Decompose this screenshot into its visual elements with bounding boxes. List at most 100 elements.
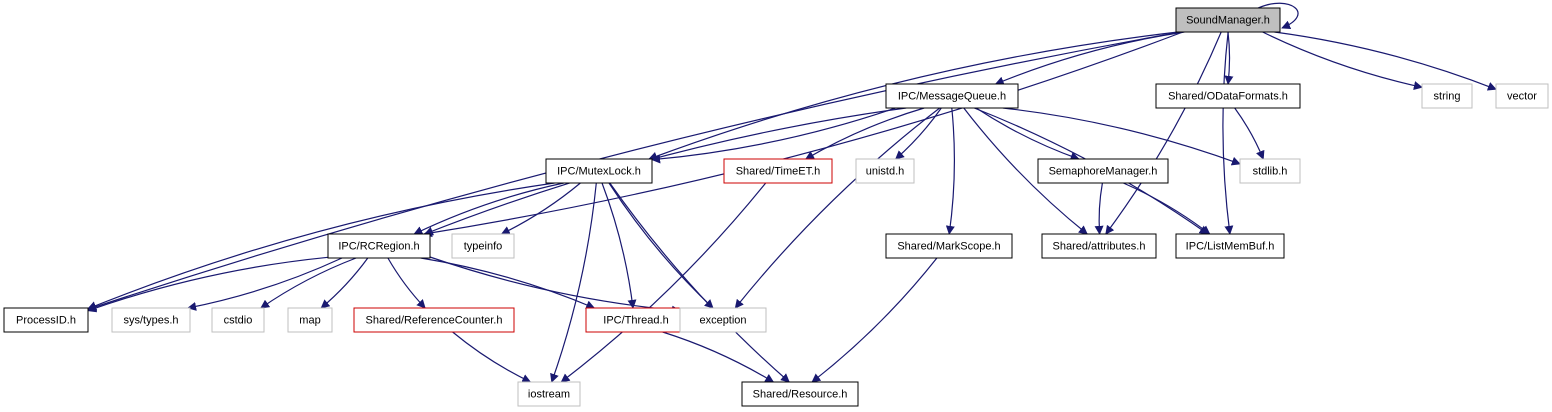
node-label: vector [1507,91,1537,103]
node-vector[interactable]: vector [1495,83,1549,109]
edge-soundmanager-to-mutexlock [648,31,1179,161]
node-box [517,381,581,407]
node-box [287,307,333,333]
node-cstdio[interactable]: cstdio [211,307,265,333]
node-box [1239,158,1301,184]
node-label: exception [699,315,746,327]
node-refcounter[interactable]: Shared/ReferenceCounter.h [353,307,515,333]
node-timeet[interactable]: Shared/TimeET.h [723,158,833,184]
node-box [111,307,191,333]
node-box [679,307,767,333]
edge-rcregion-to-systypes [187,257,343,311]
node-box [1037,158,1169,184]
edge-messagequeue-to-unistd [895,107,942,160]
node-label: IPC/Thread.h [603,315,668,327]
node-rcregion[interactable]: IPC/RCRegion.h [327,233,431,259]
node-box [885,83,1019,109]
edge-odataformats-to-stdlib [1234,107,1265,160]
node-mutexlock[interactable]: IPC/MutexLock.h [545,158,653,184]
node-box [1155,83,1301,109]
edge-thread-to-resource [662,331,775,383]
edge-mutexlock-to-processid [87,182,555,310]
node-box [723,158,833,184]
edge-rcregion-to-processid [87,256,329,313]
node-exception[interactable]: exception [679,307,767,333]
edge-timeet-to-iostream [560,182,767,383]
edge-soundmanager-to-messagequeue [994,31,1185,86]
node-unistd[interactable]: unistd.h [855,158,915,184]
node-box [1175,233,1285,259]
node-label: Shared/TimeET.h [736,166,821,178]
node-label: Shared/MarkScope.h [897,241,1000,253]
node-box [1175,7,1281,33]
edges-layer [87,2,1497,383]
edge-messagequeue-to-timeet [805,107,925,160]
node-soundmanager[interactable]: SoundManager.h [1175,7,1281,33]
edge-semaphoremanager-to-attributes [1094,182,1104,235]
node-odataformats[interactable]: Shared/ODataFormats.h [1155,83,1301,109]
edge-mutexlock-to-exception [608,182,714,309]
edge-rcregion-to-map [320,257,369,309]
node-box [885,233,1013,259]
node-label: Shared/attributes.h [1053,241,1146,253]
node-stdlib[interactable]: stdlib.h [1239,158,1301,184]
edge-messagequeue-to-markscope [945,107,956,235]
node-box [585,307,687,333]
edge-soundmanager-to-listmembuf [1222,31,1234,235]
edge-messagequeue-to-stdlib [1002,107,1241,166]
edge-mutexlock-to-rcregion [413,182,564,235]
edge-soundmanager-to-odataformats [1224,31,1234,85]
node-box [1421,83,1473,109]
edge-rcregion-to-cstdio [260,257,357,309]
edge-rcregion-to-refcounter [387,257,426,309]
node-map[interactable]: map [287,307,333,333]
node-label: typeinfo [464,241,503,253]
node-thread[interactable]: IPC/Thread.h [585,307,687,333]
node-listmembuf[interactable]: IPC/ListMemBuf.h [1175,233,1285,259]
node-box [545,158,653,184]
node-label: Shared/ReferenceCounter.h [366,315,503,327]
node-label: IPC/MessageQueue.h [898,91,1006,103]
edge-soundmanager-to-vector [1274,31,1497,91]
node-box [353,307,515,333]
node-attributes[interactable]: Shared/attributes.h [1041,233,1157,259]
node-label: string [1434,91,1461,103]
node-iostream[interactable]: iostream [517,381,581,407]
edge-soundmanager-to-string [1262,31,1423,90]
node-label: map [299,315,320,327]
edge-mutexlock-to-iostream [550,182,597,383]
edge-rcregion-to-thread [420,257,596,309]
edge-soundmanager-to-soundmanager [1257,2,1299,30]
node-label: IPC/MutexLock.h [557,166,641,178]
edge-messagequeue-to-attributes [963,107,1088,235]
node-label: SemaphoreManager.h [1049,166,1158,178]
edge-messagequeue-to-rcregion [423,107,907,236]
node-systypes[interactable]: sys/types.h [111,307,191,333]
edge-messagequeue-to-mutexlock [651,107,896,164]
node-string[interactable]: string [1421,83,1473,109]
edge-mutexlock-to-resource [609,182,790,383]
edge-semaphoremanager-to-listmembuf [1123,182,1211,235]
node-label: unistd.h [866,166,905,178]
node-label: cstdio [224,315,253,327]
edge-soundmanager-to-rcregion [423,31,1184,238]
node-resource[interactable]: Shared/Resource.h [741,381,859,407]
node-label: Shared/Resource.h [753,389,848,401]
node-box [855,158,915,184]
node-markscope[interactable]: Shared/MarkScope.h [885,233,1013,259]
node-label: ProcessID.h [16,315,76,327]
node-semaphoremanager[interactable]: SemaphoreManager.h [1037,158,1169,184]
node-processid[interactable]: ProcessID.h [3,307,89,333]
node-messagequeue[interactable]: IPC/MessageQueue.h [885,83,1019,109]
node-box [1041,233,1157,259]
edge-refcounter-to-iostream [452,331,532,383]
node-box [741,381,859,407]
node-box [1495,83,1549,109]
edge-soundmanager-to-attributes [1105,31,1222,235]
edge-soundmanager-to-processid [87,31,1181,312]
edge-markscope-to-resource [811,257,938,383]
node-typeinfo[interactable]: typeinfo [451,233,515,259]
edge-rcregion-to-exception [429,256,681,315]
